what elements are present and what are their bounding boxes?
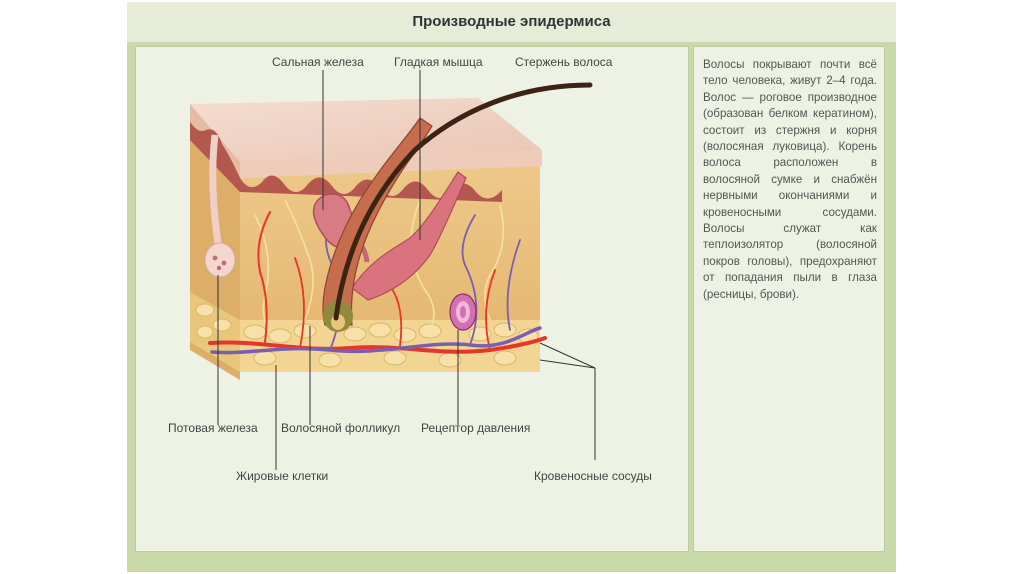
description-text: Волосы покрывают почти всё тело человека… bbox=[703, 58, 877, 301]
label-hair-follicle: Волосяной фолликул bbox=[281, 421, 400, 435]
sweat-gland bbox=[204, 134, 236, 278]
hair-shaft bbox=[333, 82, 593, 321]
epidermis-surface bbox=[190, 98, 542, 162]
label-blood-vessels: Кровеносные сосуды bbox=[534, 469, 652, 483]
pressure-receptor bbox=[449, 293, 477, 331]
smooth-muscle bbox=[351, 171, 467, 301]
label-pressure-receptor: Рецептор давления bbox=[421, 421, 530, 435]
label-fat-cells: Жировые клетки bbox=[236, 469, 328, 483]
label-smooth-muscle: Гладкая мышца bbox=[394, 55, 483, 69]
vein bbox=[210, 326, 542, 355]
label-hair-shaft: Стержень волоса bbox=[515, 55, 613, 69]
fat-cells bbox=[195, 303, 539, 368]
text-panel: Волосы покрывают почти всё тело человека… bbox=[693, 46, 885, 552]
label-sweat-gland: Потовая железа bbox=[168, 421, 258, 435]
slide-title: Производные эпидермиса bbox=[127, 2, 896, 42]
label-sebaceous-gland: Сальная железа bbox=[272, 55, 364, 69]
leader-lines bbox=[217, 70, 596, 470]
